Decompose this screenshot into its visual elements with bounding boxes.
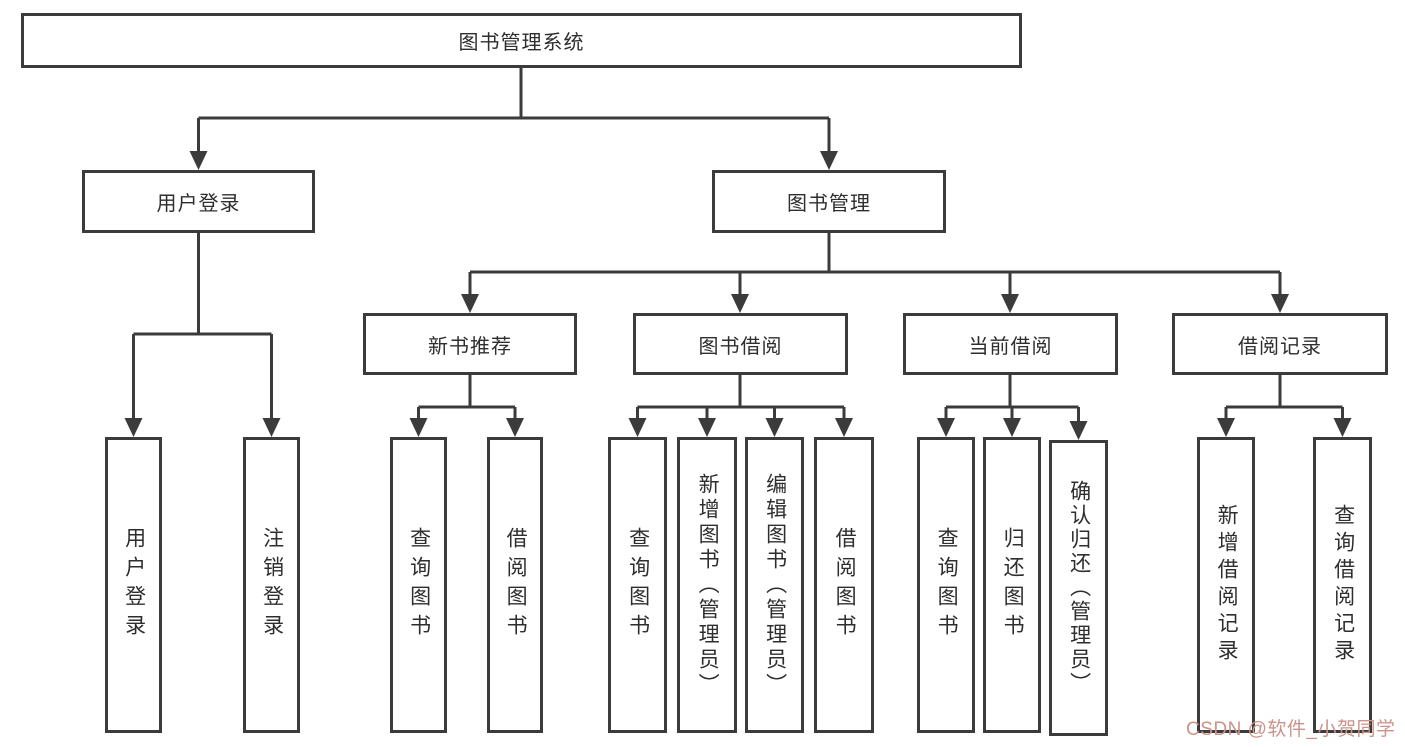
node-borrow-records-label: 借阅记录 <box>1238 335 1322 358</box>
leaf-user-login: 用户登录 <box>105 437 162 733</box>
leaf-query-books-newbook: 查询图书 <box>390 437 447 733</box>
leaf-query-borrow-record: 查询借阅记录 <box>1313 437 1372 733</box>
connector-root-to-level2 <box>197 68 831 151</box>
node-book-borrow-label: 图书借阅 <box>698 335 783 358</box>
connector-bookborrow-to-leaves <box>636 375 846 418</box>
leaf-edit-books-admin-label: 编辑图书（管理员） <box>763 472 787 698</box>
leaf-add-borrow-record-label: 新增借阅记录 <box>1215 504 1239 666</box>
leaf-add-books-admin: 新增图书（管理员） <box>677 437 737 733</box>
leaf-borrow-books-borrow: 借阅图书 <box>814 437 874 733</box>
leaf-query-books-current: 查询图书 <box>917 437 975 733</box>
leaf-user-login-label: 用户登录 <box>122 527 146 643</box>
node-current-borrow-label: 当前借阅 <box>968 335 1053 358</box>
connector-bookmgmt-to-level3 <box>468 233 1282 294</box>
node-new-book-recommend-label: 新书推荐 <box>428 335 512 358</box>
leaf-query-books-borrow-label: 查询图书 <box>626 527 650 643</box>
leaf-return-books-label: 归还图书 <box>1001 527 1025 643</box>
connector-newbook-to-leaves <box>417 375 517 418</box>
arrowheads <box>124 151 1352 440</box>
leaf-add-borrow-record: 新增借阅记录 <box>1197 437 1255 733</box>
leaf-logout-label: 注销登录 <box>260 527 284 643</box>
node-root: 图书管理系统 <box>21 13 1022 68</box>
leaf-query-borrow-record-label: 查询借阅记录 <box>1331 504 1355 666</box>
leaf-confirm-return-admin: 确认归还（管理员） <box>1049 440 1108 736</box>
connector-currentborrow-to-leaves <box>944 375 1080 421</box>
node-root-label: 图书管理系统 <box>458 32 585 54</box>
node-book-borrow: 图书借阅 <box>633 313 848 375</box>
node-new-book-recommend: 新书推荐 <box>363 313 577 375</box>
node-user-login-label: 用户登录 <box>156 193 241 215</box>
leaf-add-books-admin-label: 新增图书（管理员） <box>696 472 720 698</box>
leaf-query-books-newbook-label: 查询图书 <box>407 527 431 643</box>
leaf-edit-books-admin: 编辑图书（管理员） <box>745 437 804 733</box>
csdn-watermark: CSDN @软件_小贺同学 <box>1186 719 1396 740</box>
connector-borrowrecords-to-leaves <box>1224 375 1344 418</box>
leaf-borrow-books-newbook-label: 借阅图书 <box>504 527 528 643</box>
node-user-login: 用户登录 <box>82 170 315 233</box>
leaf-confirm-return-admin-label: 确认归还（管理员） <box>1067 480 1091 696</box>
leaf-logout: 注销登录 <box>243 437 300 733</box>
node-current-borrow: 当前借阅 <box>903 313 1118 375</box>
leaf-borrow-books-newbook: 借阅图书 <box>487 437 543 733</box>
node-book-management: 图书管理 <box>712 170 946 233</box>
connector-userlogin-to-leaves <box>132 233 273 418</box>
leaf-query-books-current-label: 查询图书 <box>935 527 959 643</box>
node-book-management-label: 图书管理 <box>787 193 871 215</box>
leaf-query-books-borrow: 查询图书 <box>608 437 667 733</box>
leaf-borrow-books-borrow-label: 借阅图书 <box>833 527 857 643</box>
node-borrow-records: 借阅记录 <box>1172 313 1388 375</box>
leaf-return-books: 归还图书 <box>983 437 1041 733</box>
